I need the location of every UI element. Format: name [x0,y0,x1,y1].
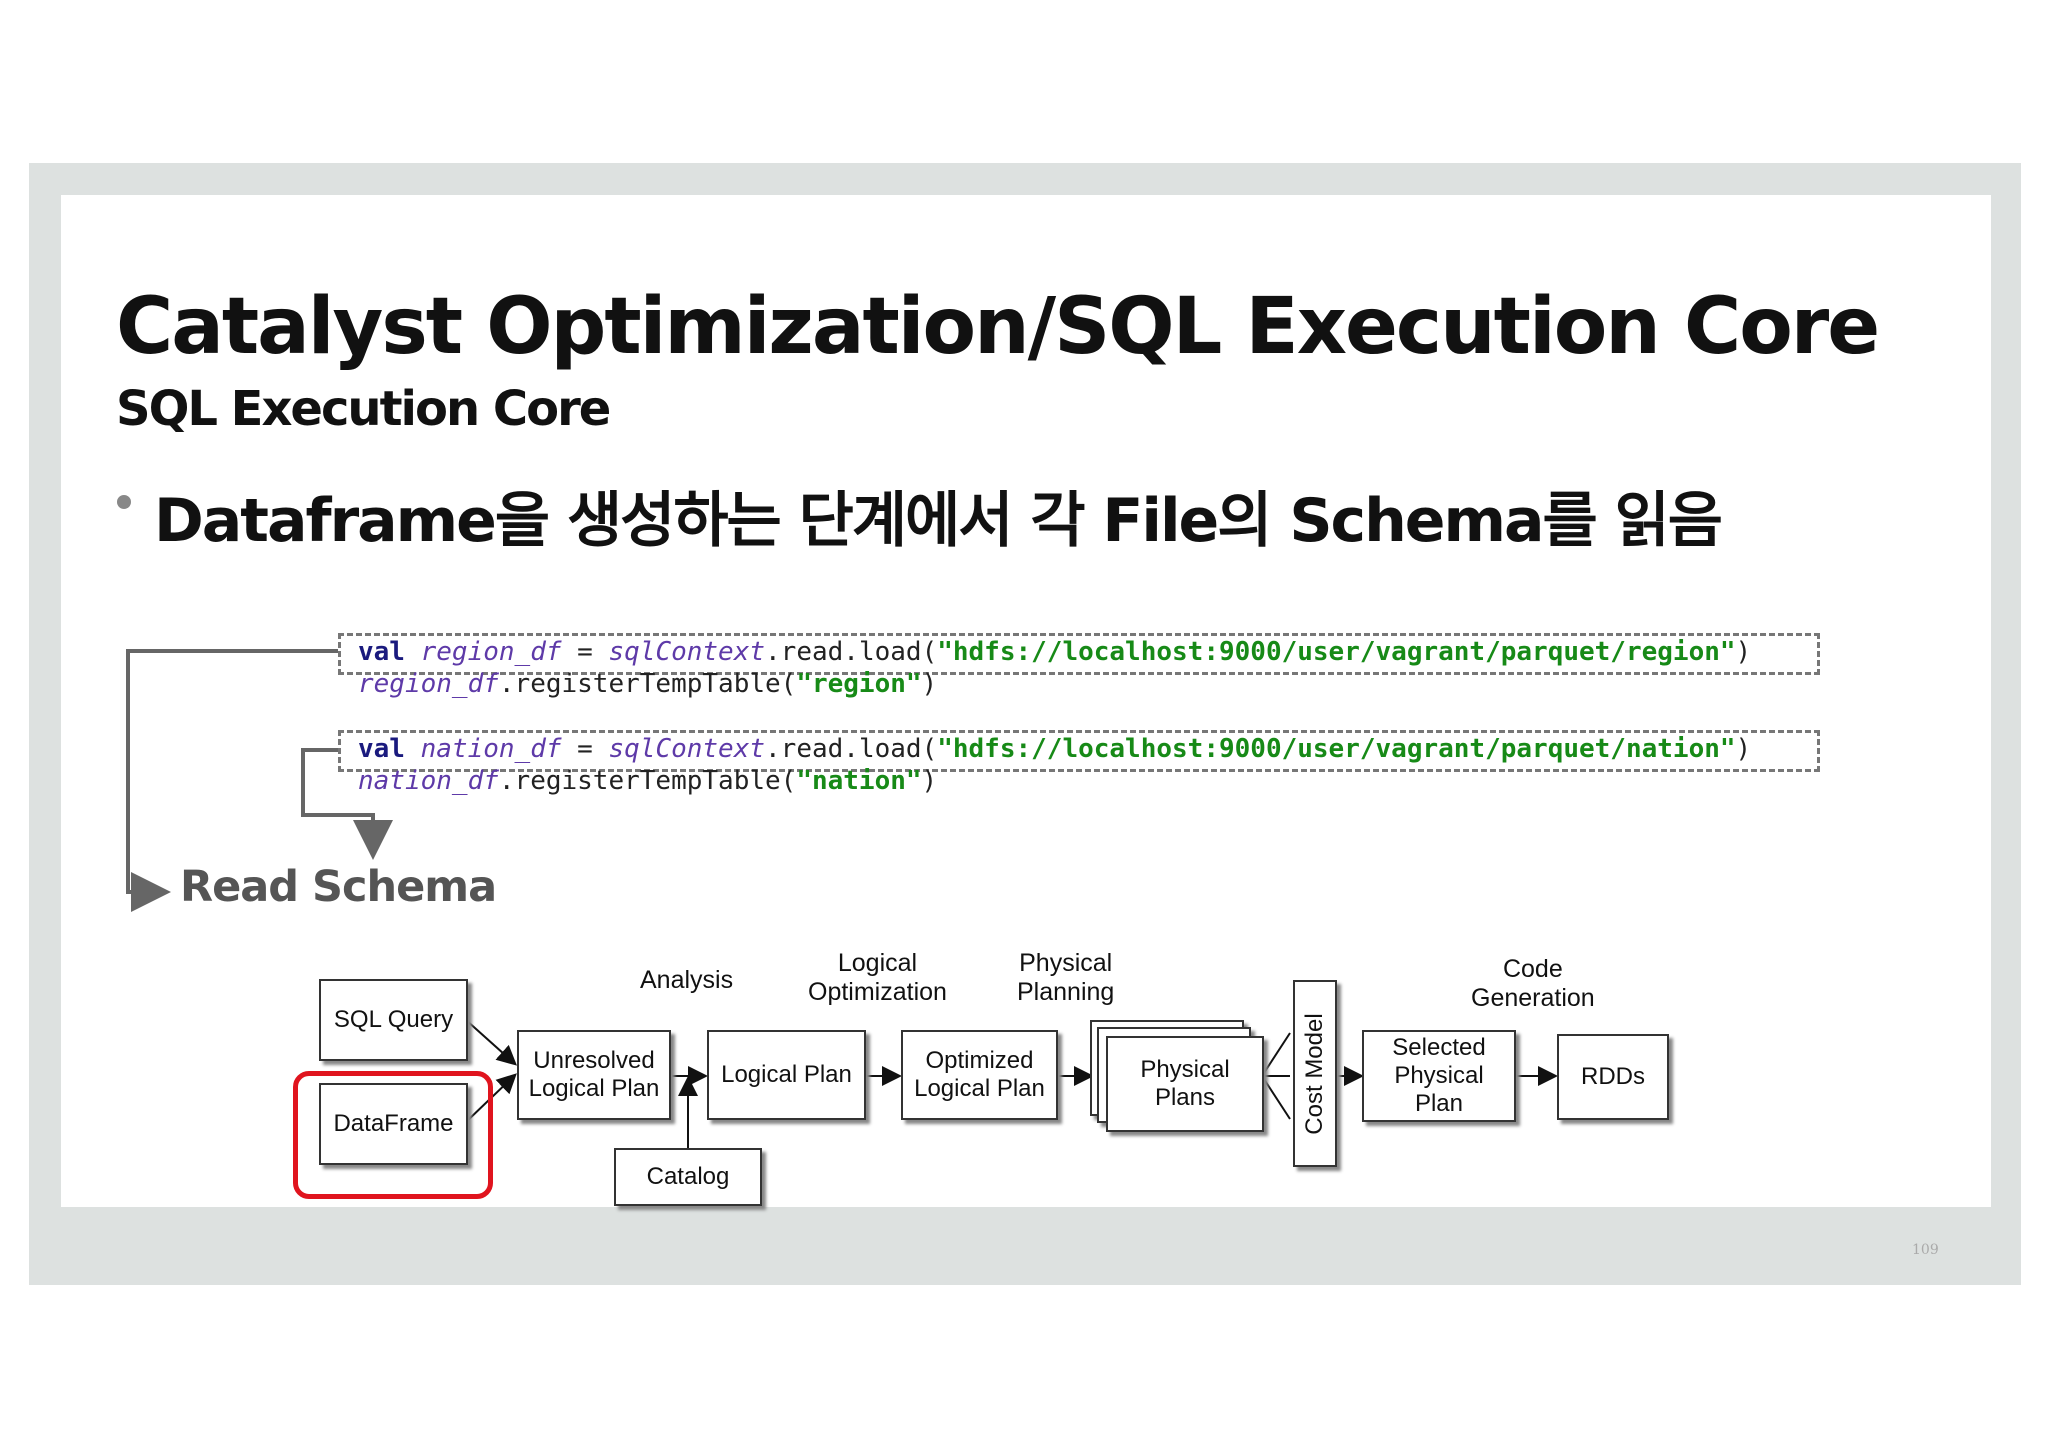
catalog-box: Catalog [614,1148,762,1206]
read-schema-label: Read Schema [180,862,497,912]
stage-analysis: Analysis [640,966,734,994]
code-highlight-nation [338,730,1820,772]
code-highlight-region [338,633,1820,675]
slide-subtitle: SQL Execution Core [116,381,611,437]
rdds-box: RDDs [1557,1034,1669,1120]
code-block-region: val region_df = sqlContext.read.load("hd… [358,636,1751,700]
code-line: region_df.registerTempTable("region") [358,669,938,699]
code-line: nation_df.registerTempTable("nation") [358,766,938,796]
dataframe-box: DataFrame [319,1083,468,1165]
sql-query-box: SQL Query [319,979,468,1061]
page-number: 109 [1912,1242,1939,1258]
bullet-icon [117,495,131,509]
logical-plan-box: Logical Plan [707,1030,866,1120]
cost-model-box: Cost Model [1293,980,1337,1167]
read-schema-arrows [126,649,393,912]
code-line: val nation_df = sqlContext.read.load("hd… [358,734,1752,764]
dataframe-highlight [293,1071,493,1199]
code-block-nation: val nation_df = sqlContext.read.load("hd… [358,733,1751,797]
code-line: val region_df = sqlContext.read.load("hd… [358,637,1752,667]
bullet-text: Dataframe을 생성하는 단계에서 각 File의 Schema를 읽음 [154,486,1723,556]
slide-title: Catalyst Optimization/SQL Execution Core [116,282,1880,372]
